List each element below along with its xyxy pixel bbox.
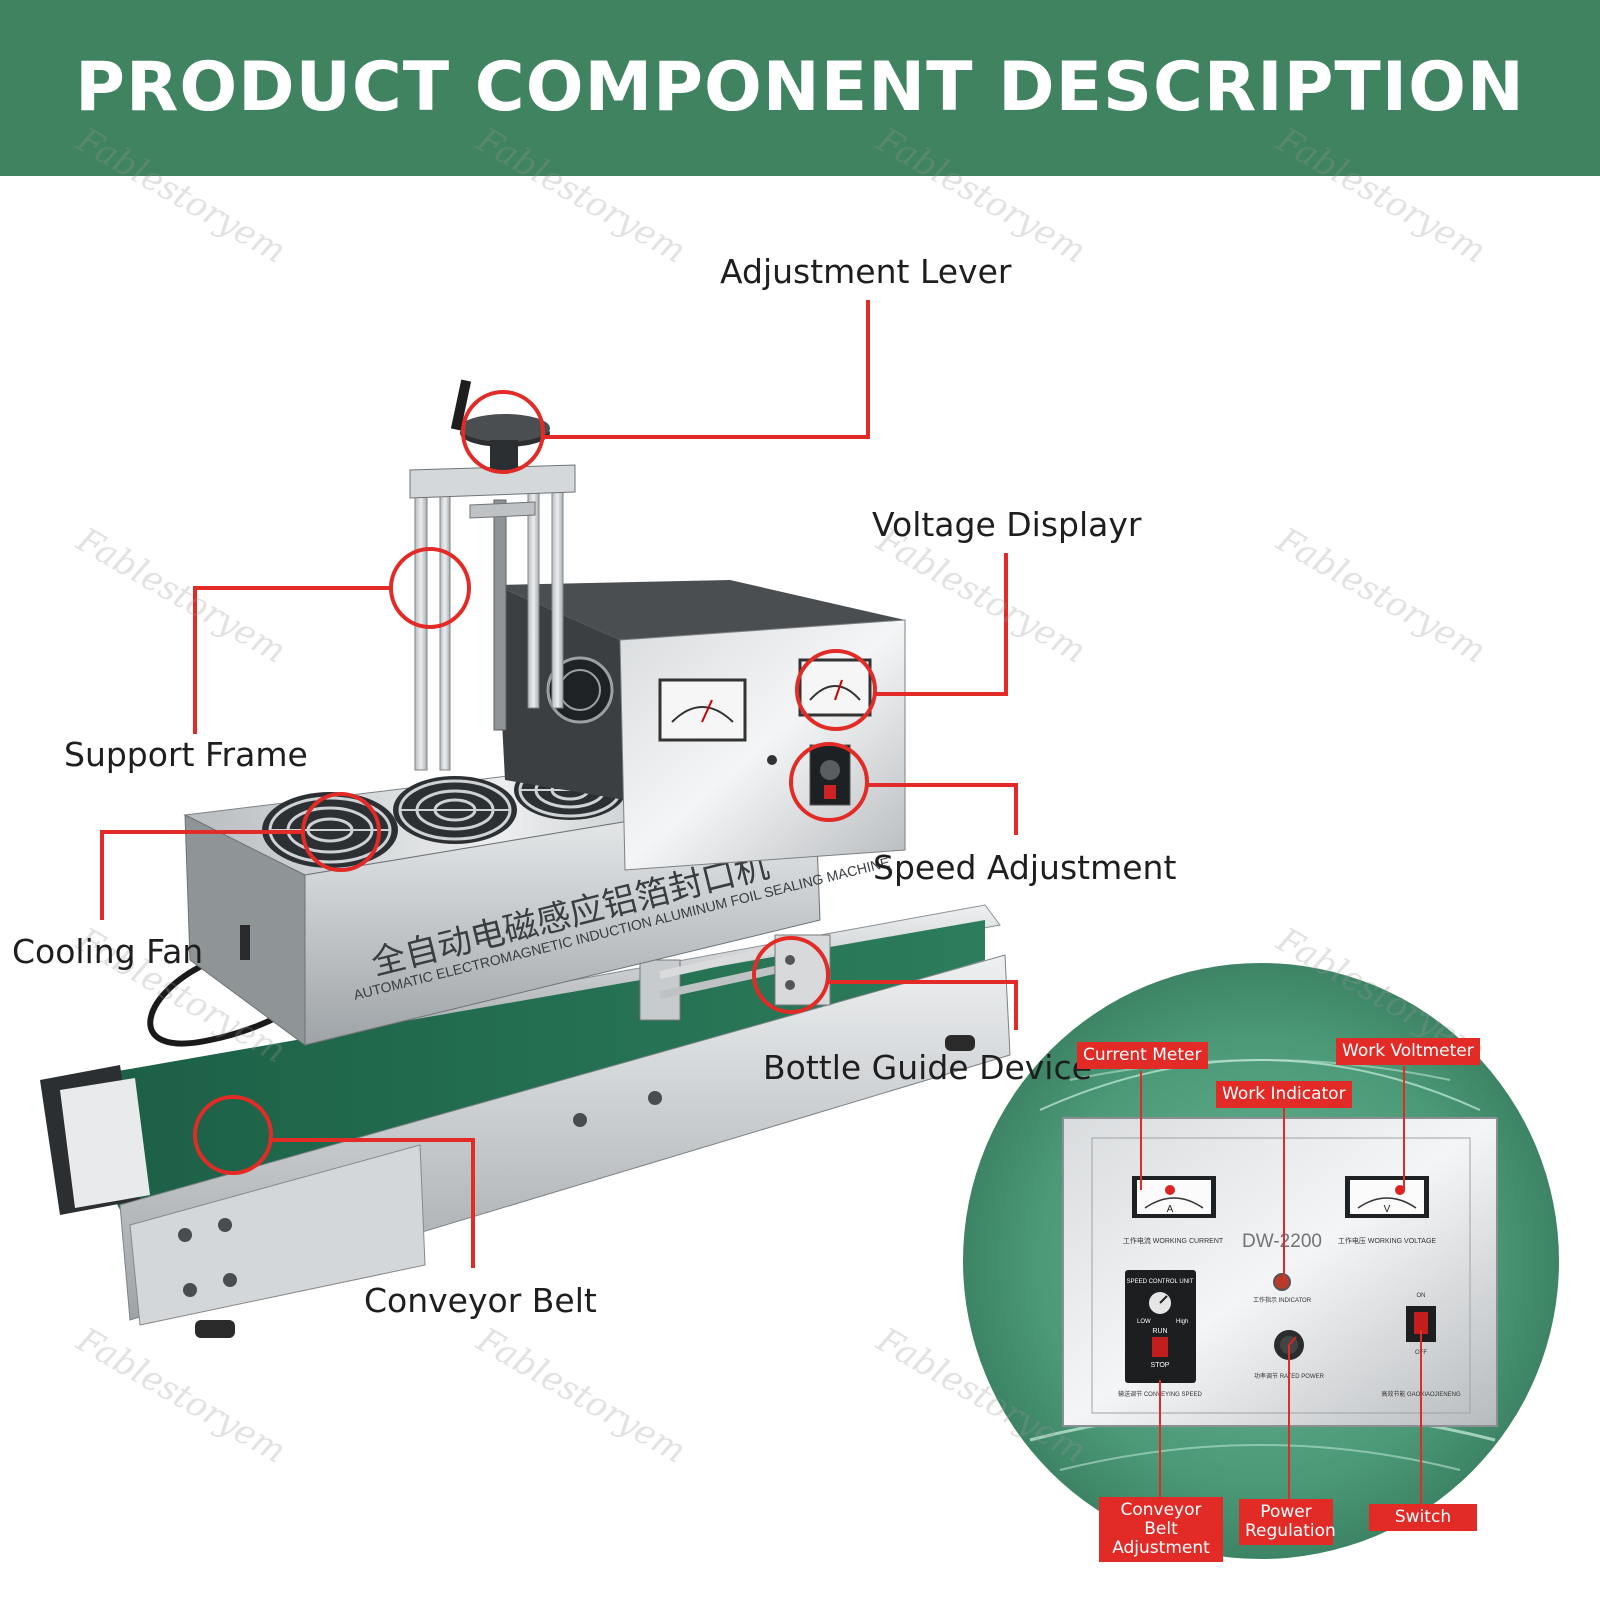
callout-markers xyxy=(100,300,1018,1268)
voltage-display-marker xyxy=(795,649,877,731)
speed-controller-title: SPEED CONTROL UNIT xyxy=(1127,1279,1194,1285)
voltage-display-label: Voltage Displayr xyxy=(872,505,1142,544)
speed-high: High xyxy=(1176,1319,1188,1325)
work-voltmeter-tag: Work Voltmeter xyxy=(1336,1038,1480,1065)
page-title: PRODUCT COMPONENT DESCRIPTION xyxy=(75,48,1525,127)
indicator-caption: 工作指示 INDICATOR xyxy=(1253,1296,1312,1304)
support-frame-marker xyxy=(389,547,471,629)
conveyor-belt-leader xyxy=(271,1138,475,1268)
voltmeter-unit: V xyxy=(1384,1204,1391,1215)
current-meter-unit: A xyxy=(1167,1204,1174,1215)
bottle-guide-device xyxy=(639,934,831,1021)
header-banner: PRODUCT COMPONENT DESCRIPTION xyxy=(0,0,1600,176)
speed-adjustment-label: Speed Adjustment xyxy=(873,848,1177,887)
bottle-guide-leader xyxy=(828,980,1018,1030)
speed-adjustment-leader xyxy=(867,783,1018,835)
adjustment-lever-label: Adjustment Lever xyxy=(720,252,1012,291)
speed-run: RUN xyxy=(1152,1328,1167,1335)
bottle-guide-label: Bottle Guide Device xyxy=(763,1048,1092,1087)
speed-stop: STOP xyxy=(1151,1362,1170,1369)
cooling-fan-leader xyxy=(100,830,303,920)
power-regulation-tag: Power Regulation xyxy=(1239,1499,1336,1545)
work-indicator-tag: Work Indicator xyxy=(1216,1081,1352,1108)
conveyor-belt-marker xyxy=(193,1095,273,1175)
bottle-guide-marker xyxy=(752,936,830,1014)
current-meter-tag: Current Meter xyxy=(1077,1042,1208,1069)
speed-adjustment-marker xyxy=(789,742,869,822)
speed-low: LOW xyxy=(1137,1319,1151,1325)
panel-inset: A V 工作电流 WORKING CURRENT 工作电压 WORKING VO… xyxy=(963,963,1559,1559)
switch-on-label: ON xyxy=(1417,1293,1426,1299)
conveyor-belt-label: Conveyor Belt xyxy=(364,1281,597,1320)
support-frame-leader xyxy=(193,586,391,734)
adjustment-lever-marker xyxy=(461,390,545,474)
voltmeter-caption: 工作电压 WORKING VOLTAGE xyxy=(1338,1236,1436,1245)
voltage-display-leader xyxy=(875,553,1008,696)
panel-model: DW-2200 xyxy=(1242,1231,1322,1252)
fan-2 xyxy=(393,776,517,844)
switch-tag: Switch xyxy=(1369,1504,1477,1531)
support-frame-label: Support Frame xyxy=(64,735,308,774)
support-frame xyxy=(409,464,576,771)
cooling-fan-label: Cooling Fan xyxy=(12,932,204,971)
conveyor-belt-adjustment-tag: Conveyor Belt Adjustment xyxy=(1099,1497,1223,1562)
current-meter-caption: 工作电流 WORKING CURRENT xyxy=(1123,1236,1224,1245)
adjustment-lever xyxy=(450,379,550,470)
adjustment-lever-leader xyxy=(543,300,870,439)
